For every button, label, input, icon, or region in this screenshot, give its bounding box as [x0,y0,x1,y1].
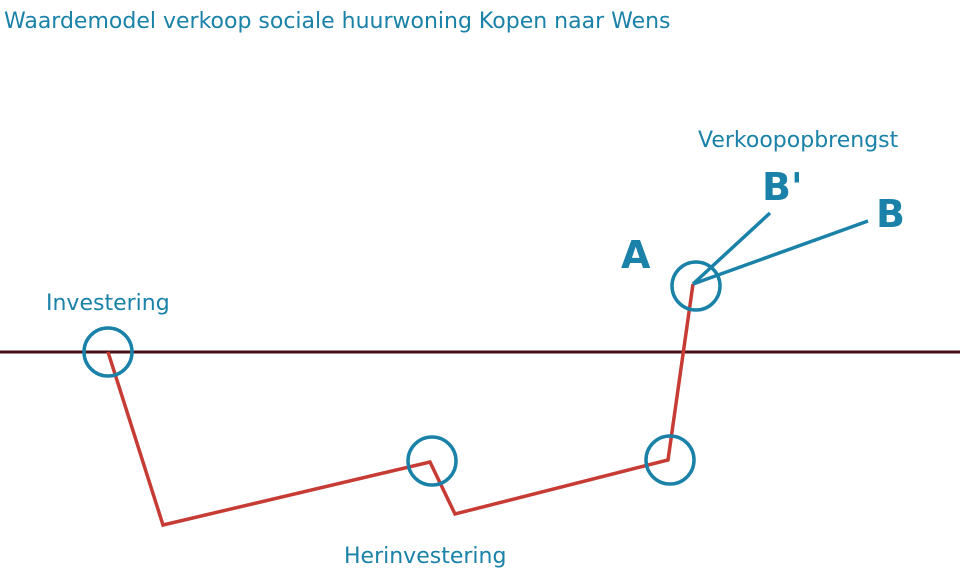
diagram-title: Waardemodel verkoop sociale huurwoning K… [4,9,671,34]
label-investering: Investering [46,291,170,316]
circle-moment [644,434,696,486]
label-b-prime: B' [762,165,803,209]
branch-b [692,219,869,286]
value-path [106,283,695,528]
circle-herinvestering [406,435,458,487]
label-b: B [876,192,905,236]
circle-investering [82,326,134,378]
label-a: A [621,233,651,277]
branch-b-prime [691,211,772,286]
circle-verkoop [670,260,722,312]
label-herinvestering: Herinvestering [344,544,506,569]
label-verkoopopbrengst: Verkoopopbrengst [698,128,899,153]
